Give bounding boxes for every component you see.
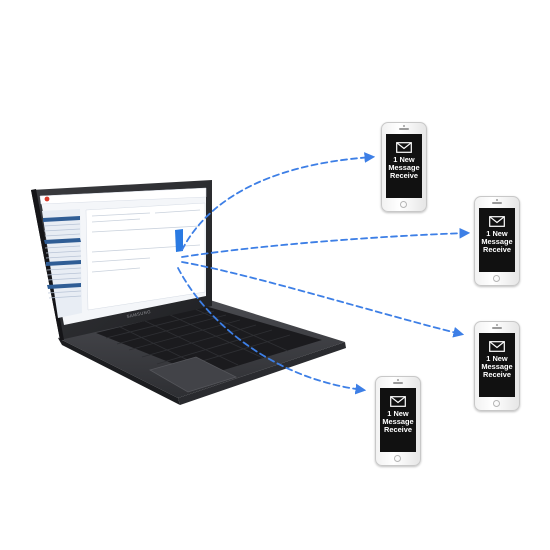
arrow-to-phone-4 — [177, 267, 367, 395]
envelope-icon — [489, 341, 505, 352]
notification-line: Message — [481, 237, 513, 247]
home-button — [493, 400, 500, 407]
app-logo-icon — [44, 196, 50, 202]
arrow-to-phone-2 — [181, 227, 471, 258]
envelope-icon — [489, 216, 505, 227]
notification-line: 1 New — [387, 409, 409, 418]
envelope-icon — [396, 142, 412, 153]
notification-line: Receive — [483, 245, 511, 255]
phone-screen: 1 New Message Receive — [380, 388, 416, 452]
phone-2: 1 New Message Receive — [474, 196, 520, 286]
notification-line: Receive — [483, 370, 511, 380]
laptop-base — [58, 300, 346, 405]
home-button — [493, 275, 500, 282]
phone-camera — [403, 124, 405, 127]
notification-text: 1 New Message Receive — [388, 155, 420, 181]
arrow-to-phone-3 — [181, 261, 465, 338]
home-button — [394, 455, 401, 462]
notification-line: Receive — [384, 425, 412, 435]
phone-speaker — [492, 202, 502, 204]
notification-line: Receive — [390, 171, 418, 181]
app-content-panel — [85, 202, 206, 311]
notification-line: Message — [481, 362, 513, 372]
notification-line: Message — [382, 417, 414, 427]
phone-1: 1 New Message Receive — [381, 122, 427, 212]
notification-line: Message — [388, 163, 420, 173]
phone-screen: 1 New Message Receive — [479, 208, 515, 272]
laptop-lid: SAMSUNG — [31, 180, 212, 340]
notification-line: 1 New — [486, 354, 508, 363]
phone-speaker — [492, 327, 502, 329]
phone-speaker — [399, 128, 409, 130]
phone-3: 1 New Message Receive — [474, 321, 520, 411]
notification-text: 1 New Message Receive — [382, 409, 414, 435]
phone-screen: 1 New Message Receive — [386, 134, 422, 198]
notification-line: 1 New — [486, 229, 508, 238]
phone-screen: 1 New Message Receive — [479, 333, 515, 397]
phone-4: 1 New Message Receive — [375, 376, 421, 466]
phone-speaker — [393, 382, 403, 384]
send-message-block — [175, 229, 183, 252]
notification-text: 1 New Message Receive — [481, 229, 513, 255]
phone-camera — [397, 378, 399, 381]
phone-camera — [496, 198, 498, 201]
touchpad — [148, 356, 238, 393]
phone-camera — [496, 323, 498, 326]
home-button — [400, 201, 407, 208]
envelope-icon — [390, 396, 406, 407]
keyboard — [96, 306, 322, 376]
arrow-to-phone-1 — [181, 152, 376, 251]
notification-line: 1 New — [393, 155, 415, 164]
app-header — [39, 187, 207, 205]
notification-text: 1 New Message Receive — [481, 354, 513, 380]
laptop-brand-label: SAMSUNG — [126, 309, 151, 319]
